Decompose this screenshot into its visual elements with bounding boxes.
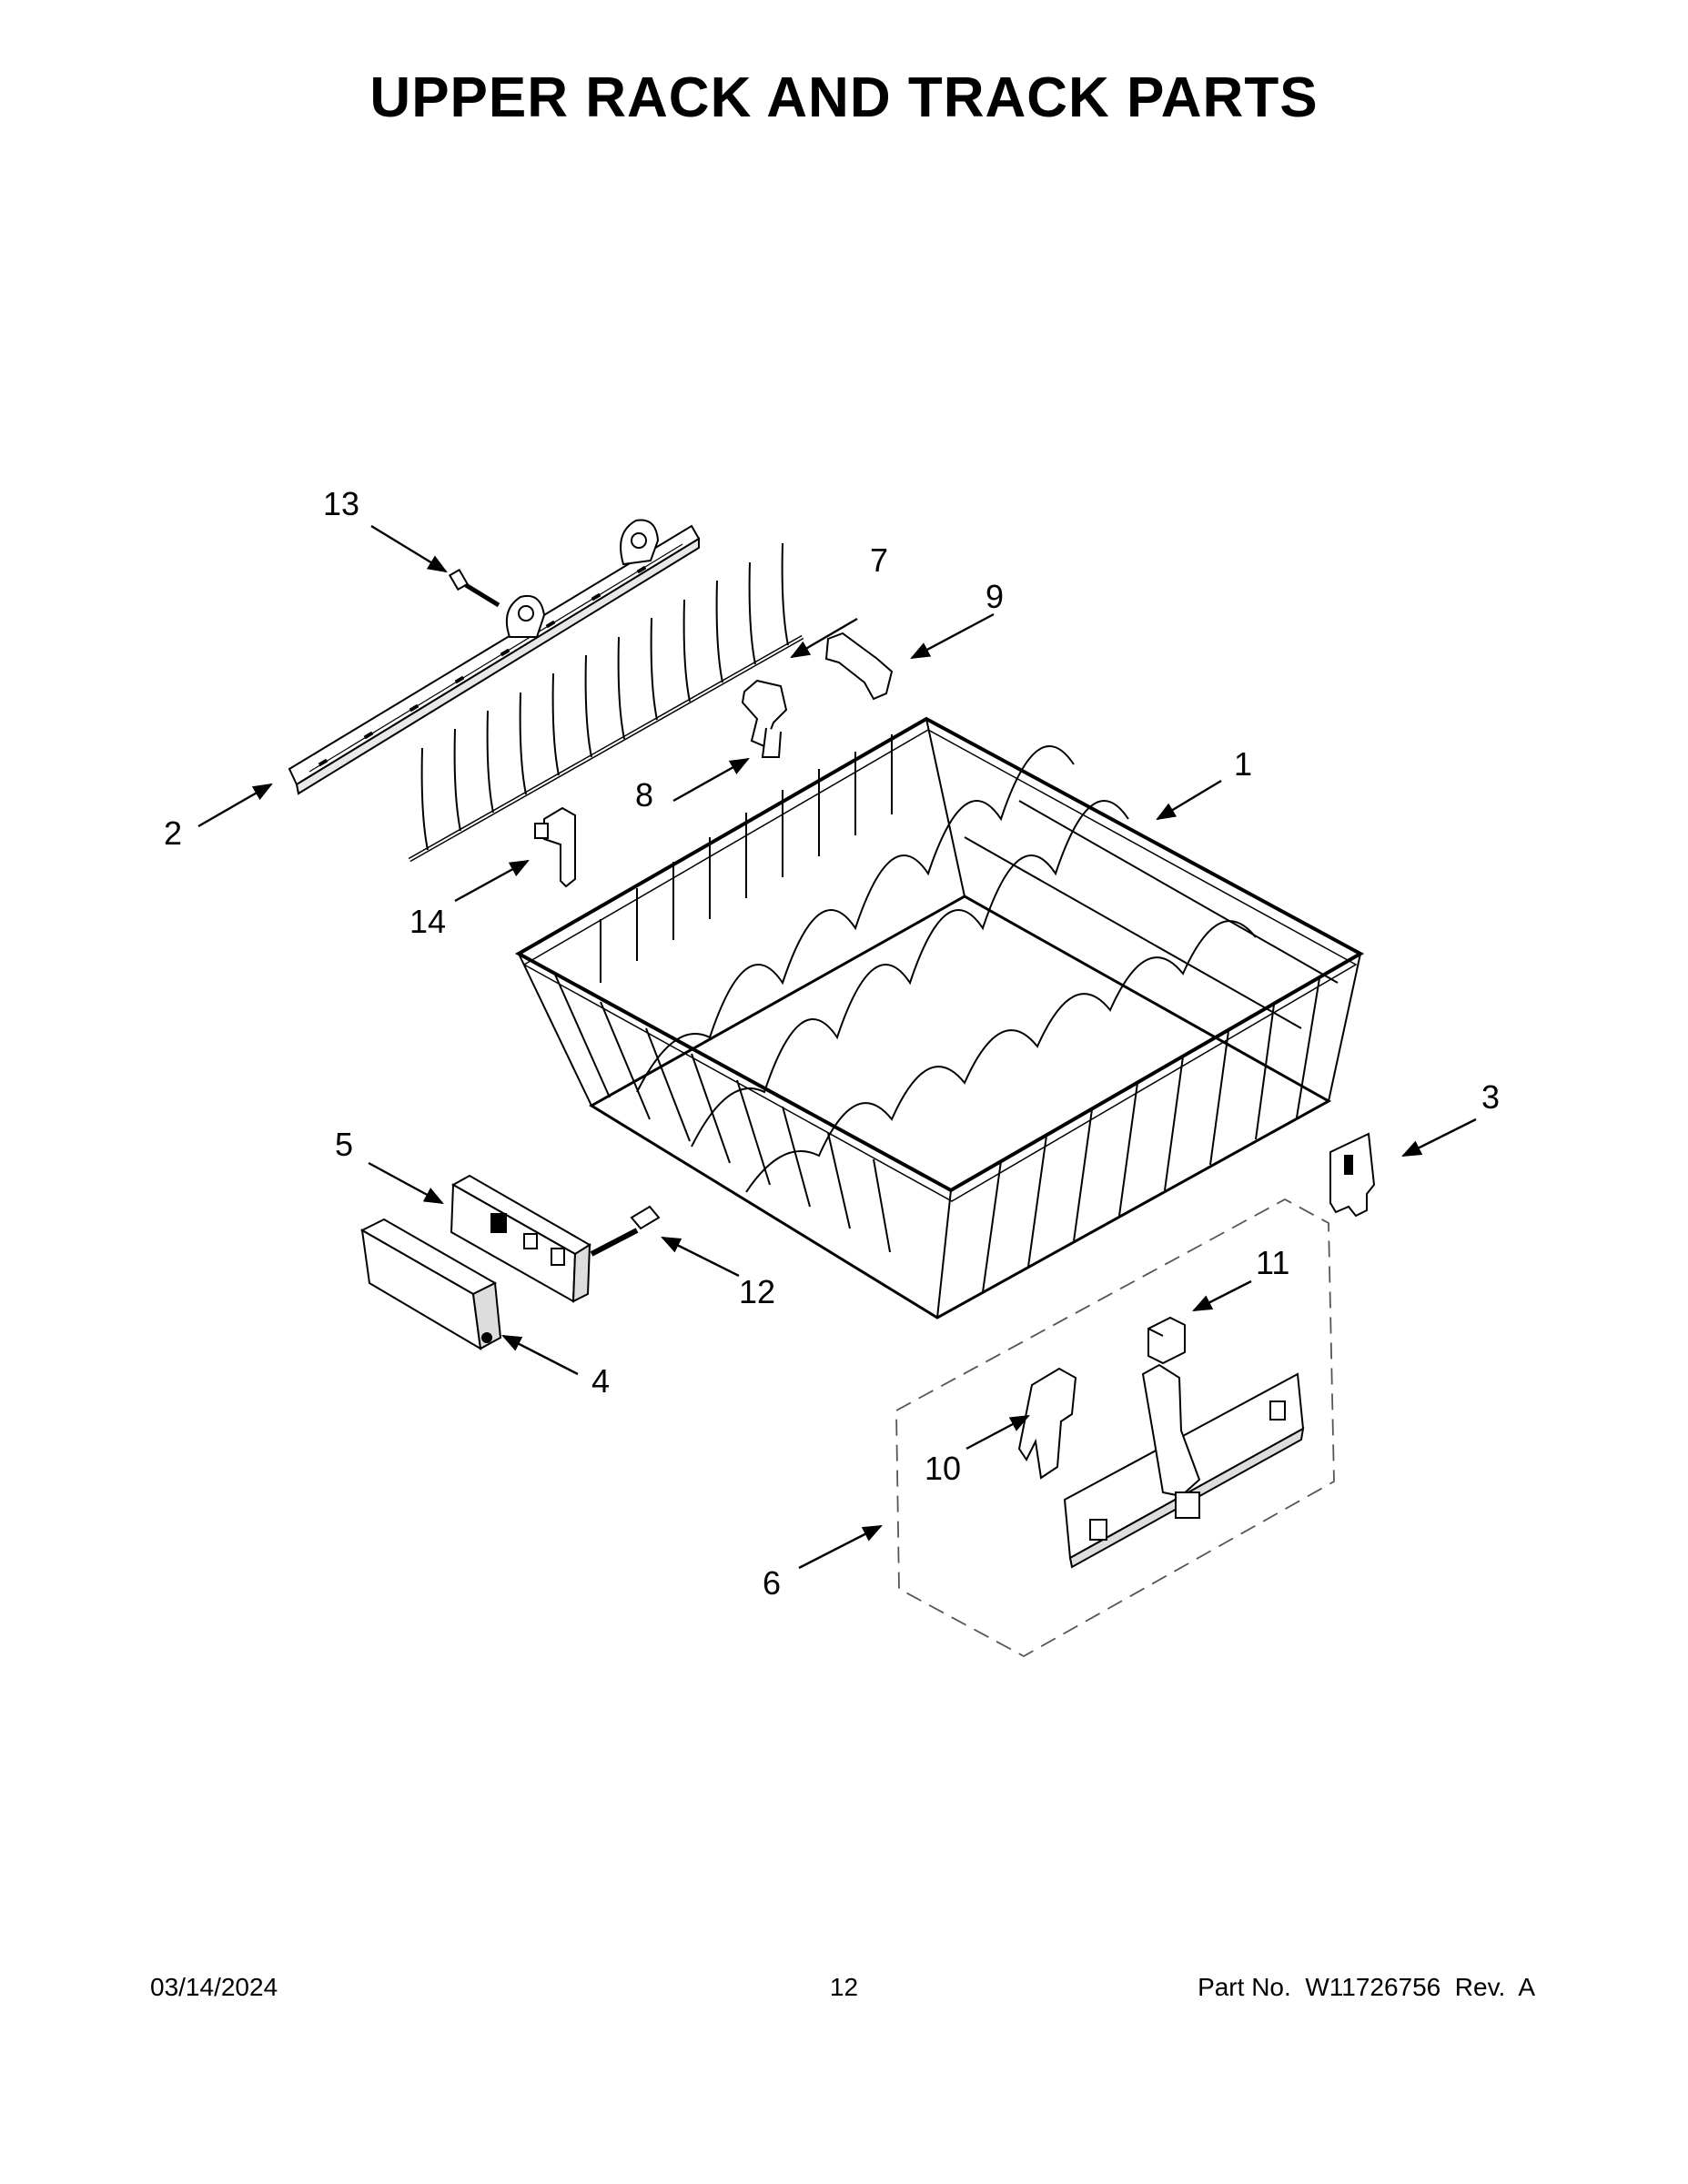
part-6-assembly-outline: [895, 1198, 1335, 1658]
callout-13: 13: [323, 485, 359, 522]
part-14-clip: [534, 806, 576, 888]
callout-5: 5: [335, 1126, 353, 1163]
callout-6: 6: [763, 1564, 781, 1602]
footer-part-number: Part No. W11726756 Rev. A: [1198, 1973, 1535, 2001]
part-5-handle-bracket: [450, 1174, 591, 1303]
callout-12: 12: [739, 1273, 775, 1310]
part-4-handle-cover: [359, 1218, 502, 1350]
callout-9: 9: [986, 578, 1004, 615]
footer-page-number: 12: [829, 1973, 859, 2001]
part-8-clip: [741, 679, 788, 758]
callout-8: 8: [635, 776, 653, 814]
part-1-upper-rack: [514, 716, 1365, 1320]
callout-4: 4: [591, 1362, 610, 1400]
callout-3: 3: [1481, 1078, 1500, 1116]
callout-labels: 13 7 9 1 8 2 14 3 5 12 11 4 10 6: [164, 485, 1500, 1602]
part-10-latch: [1017, 1367, 1077, 1480]
part-9-clip: [824, 632, 894, 701]
callout-10: 10: [925, 1450, 961, 1487]
callout-14: 14: [409, 903, 446, 940]
callout-1: 1: [1234, 745, 1252, 783]
callout-2: 2: [164, 814, 182, 852]
callout-7: 7: [870, 541, 888, 579]
part-11-clip: [1147, 1316, 1186, 1365]
leader-arrows: [197, 524, 1477, 1570]
page-title: UPPER RACK AND TRACK PARTS: [369, 66, 1319, 129]
part-2-track-rail: [288, 519, 701, 795]
callout-11: 11: [1256, 1244, 1289, 1281]
part-7-tine-row: [408, 542, 804, 863]
part-13-screw: [448, 568, 500, 608]
footer-date: 03/14/2024: [150, 1973, 278, 2001]
part-6-latch-assembly: [1063, 1363, 1305, 1569]
part-12-screw: [590, 1205, 661, 1257]
part-3-clip: [1329, 1132, 1376, 1218]
